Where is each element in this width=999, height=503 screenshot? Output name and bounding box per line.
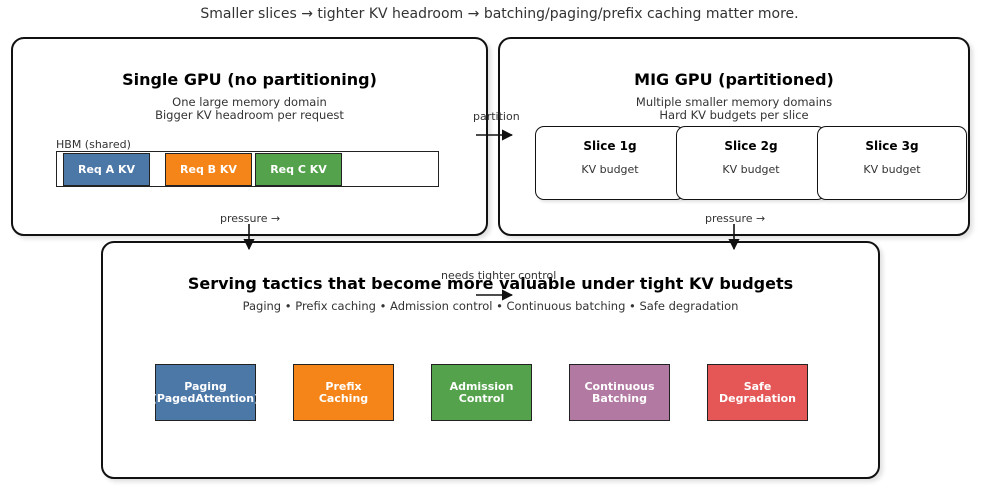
slice-1g-title: Slice 1g xyxy=(583,139,637,153)
tactic-continuous-batching: Continuous Batching xyxy=(569,364,670,421)
mig-gpu-subtitle-1: Multiple smaller memory domains xyxy=(635,95,833,109)
slice-2g-title: Slice 2g xyxy=(724,139,778,153)
hbm-bar: Req A KV Req B KV Req C KV xyxy=(56,151,439,187)
mig-gpu-title: MIG GPU (partitioned) xyxy=(634,70,834,89)
serving-tactics-panel: Serving tactics that become more valuabl… xyxy=(101,241,880,479)
req-a-kv-label: Req A KV xyxy=(77,163,135,176)
req-b-kv-block: Req B KV xyxy=(165,153,252,186)
figure-caption: Smaller slices → tighter KV headroom → b… xyxy=(200,6,799,22)
single-gpu-title: Single GPU (no partitioning) xyxy=(122,70,377,89)
single-gpu-subtitle-2: Bigger KV headroom per request xyxy=(155,108,344,122)
partition-label: partition xyxy=(473,110,520,123)
mig-pressure-label: pressure → xyxy=(705,212,766,225)
req-a-kv-block: Req A KV xyxy=(63,153,150,186)
slice-3g-title: Slice 3g xyxy=(865,139,919,153)
serving-tactics-title: Serving tactics that become more valuabl… xyxy=(187,274,794,293)
slice-1g: Slice 1g KV budget xyxy=(535,126,685,200)
tactic-prefix-caching: Prefix Caching xyxy=(293,364,394,421)
req-b-kv-label: Req B KV xyxy=(180,163,237,176)
slice-1g-budget: KV budget xyxy=(581,163,639,176)
mig-gpu-subtitle-2: Hard KV budgets per slice xyxy=(659,108,809,122)
tactic-admission-control: Admission Control xyxy=(431,364,532,421)
req-c-kv-label: Req C KV xyxy=(270,163,327,176)
serving-tactics-subtitle: Paging • Prefix caching • Admission cont… xyxy=(242,299,739,313)
slice-2g: Slice 2g KV budget xyxy=(676,126,826,200)
needs-tighter-control-label: needs tighter control xyxy=(441,269,557,282)
tactic-safe-degradation: Safe Degradation xyxy=(707,364,808,421)
tactic-paging: Paging (PagedAttention) xyxy=(152,364,259,421)
single-pressure-label: pressure → xyxy=(220,212,281,225)
slice-2g-budget: KV budget xyxy=(722,163,780,176)
slice-3g-budget: KV budget xyxy=(863,163,921,176)
slice-3g: Slice 3g KV budget xyxy=(817,126,967,200)
req-c-kv-block: Req C KV xyxy=(255,153,342,186)
hbm-label: HBM (shared) xyxy=(56,138,131,151)
single-gpu-panel: Single GPU (no partitioning) One large m… xyxy=(11,37,488,236)
single-gpu-subtitle-1: One large memory domain xyxy=(172,95,327,109)
